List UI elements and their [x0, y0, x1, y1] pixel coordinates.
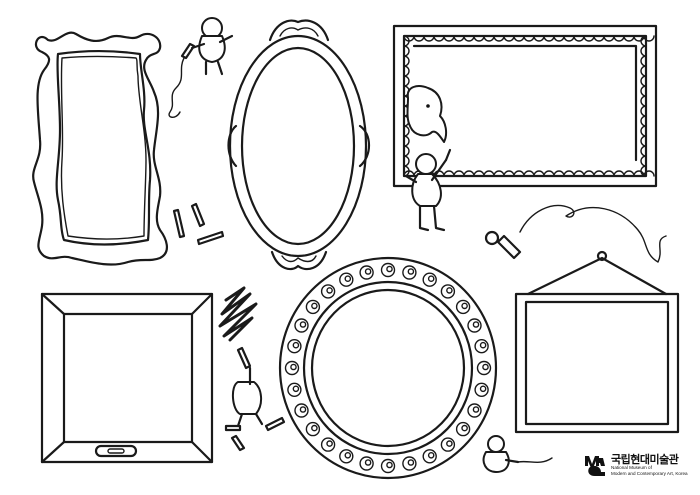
spiral-ornament-inner: [327, 288, 332, 293]
spiral-ornament-inner: [312, 426, 317, 431]
crayons-top: [174, 204, 223, 244]
spiral-ornament: [468, 404, 481, 417]
spiral-ornament-inner: [293, 343, 298, 348]
spiral-ornament: [322, 285, 335, 298]
spiral-ornament-inner: [473, 407, 478, 412]
mmca-logo: 국립현대미술관 National Museum of Modern and Co…: [583, 449, 695, 481]
spiral-ornament-inner: [481, 386, 486, 391]
spiral-ornament-inner: [483, 364, 488, 369]
spiral-ornament: [475, 340, 488, 353]
spiral-ornament-inner: [300, 407, 305, 412]
museum-korean-name: 국립현대미술관: [611, 452, 679, 466]
spiral-ornament: [322, 438, 335, 451]
spiral-ornament: [382, 264, 395, 277]
spiral-ornament: [360, 457, 373, 470]
spiral-ornament: [441, 438, 454, 451]
spiral-ornament-inner: [327, 441, 332, 446]
mmca-mark-icon: [583, 452, 607, 478]
spiral-ornament: [288, 340, 301, 353]
spiral-ornament: [457, 300, 470, 313]
ornate-baroque-frame: [33, 33, 167, 265]
spiral-ornament: [360, 266, 373, 279]
elephant-child-drawing: [406, 86, 450, 230]
spiral-ornament: [295, 319, 308, 332]
spiral-ornament-inner: [366, 460, 371, 465]
spiral-ornament-inner: [387, 266, 392, 271]
tablet-frame: [42, 294, 212, 462]
spiral-ornament-inner: [429, 276, 434, 281]
spiral-ornament: [441, 285, 454, 298]
spiral-ornament: [295, 404, 308, 417]
spiral-ornament: [340, 273, 353, 286]
child-figure-top: [169, 18, 232, 117]
spiral-ornament-inner: [473, 322, 478, 327]
museum-english-line-1: National Museum of: [611, 464, 652, 470]
scribble-drawing: [220, 288, 284, 450]
spiral-ornament: [475, 383, 488, 396]
spiral-ornament-inner: [345, 453, 350, 458]
spiral-ornament: [478, 362, 491, 375]
spiral-ornament: [286, 362, 299, 375]
spiral-ornament: [288, 383, 301, 396]
paint-tube: [486, 205, 666, 262]
scallop-right-edge: [641, 36, 646, 176]
spiral-ornament-inner: [447, 288, 452, 293]
spiral-round-frame: [280, 258, 496, 478]
spiral-ornament-inner: [366, 269, 371, 274]
spiral-ornament-inner: [312, 303, 317, 308]
spiral-ornament: [457, 423, 470, 436]
spiral-ornament: [306, 423, 319, 436]
museum-english-line-2: Modern and Contemporary Art, Korea: [611, 470, 688, 476]
spiral-ornament-inner: [429, 453, 434, 458]
spiral-ornament: [306, 300, 319, 313]
spiral-ornament-inner: [408, 460, 413, 465]
spiral-ornament-inner: [447, 441, 452, 446]
spiral-ornament-inner: [408, 269, 413, 274]
spiral-ornament-inner: [300, 322, 305, 327]
spiral-ornament-inner: [481, 343, 486, 348]
spiral-ornament: [403, 457, 416, 470]
hanging-frame: [516, 252, 678, 432]
child-figure-crouching: [484, 436, 552, 472]
spiral-ornament-inner: [291, 364, 296, 369]
spiral-ornament-inner: [462, 426, 467, 431]
spiral-ornament-inner: [293, 386, 298, 391]
spiral-ornament-inner: [345, 276, 350, 281]
spiral-ornament: [468, 319, 481, 332]
spiral-ornament: [403, 266, 416, 279]
spiral-ornament: [423, 273, 436, 286]
spiral-ornament-inner: [462, 303, 467, 308]
spiral-ornament-inner: [387, 462, 392, 467]
spiral-ornament: [382, 460, 395, 473]
oval-mirror-frame: [229, 21, 370, 269]
spiral-ornament: [423, 450, 436, 463]
spiral-ornament: [340, 450, 353, 463]
